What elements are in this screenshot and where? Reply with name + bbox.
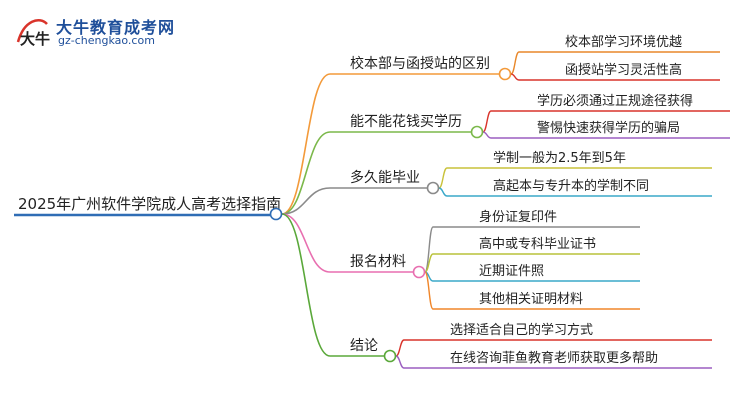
leaf-label-0-1: 函授站学习灵活性高: [565, 62, 682, 78]
leaf-label-1-1: 警惕快速获得学历的骗局: [537, 120, 680, 136]
logo-mark-icon: 大牛: [16, 19, 50, 48]
mindmap-links: [14, 51, 730, 369]
leaf-link-1-0: [482, 110, 492, 133]
branch-label-4: 结论: [350, 338, 378, 354]
leaf-link-4-0: [395, 339, 405, 357]
leaf-link-0-0: [510, 51, 520, 75]
leaf-label-3-2: 近期证件照: [479, 264, 544, 279]
branch-link-0: [281, 73, 331, 215]
branch-node-4[interactable]: [383, 349, 397, 363]
leaf-link-2-0: [438, 167, 448, 189]
branch-label-0: 校本部与函授站的区别: [350, 55, 490, 72]
root-node[interactable]: [269, 207, 283, 221]
leaf-label-3-0: 身份证复印件: [479, 209, 557, 225]
logo-mark-text: 大牛: [20, 30, 50, 48]
leaf-link-0-1: [510, 73, 520, 81]
leaf-label-3-3: 其他相关证明材料: [479, 292, 583, 307]
leaf-link-4-1: [395, 355, 405, 369]
root-label: 2025年广州软件学院成人高考选择指南: [18, 195, 281, 213]
branch-node-0[interactable]: [498, 67, 512, 81]
leaf-link-2-1: [438, 187, 448, 197]
leaf-label-3-1: 高中或专科毕业证书: [479, 236, 596, 252]
branch-link-3: [281, 213, 331, 273]
leaf-label-4-1: 在线咨询菲鱼教育老师获取更多帮助: [450, 350, 658, 366]
branch-node-2[interactable]: [426, 181, 440, 195]
branch-label-3: 报名材料: [350, 254, 406, 270]
branch-label-1: 能不能花钱买学历: [350, 114, 462, 130]
branch-link-2: [281, 187, 331, 215]
leaf-label-1-0: 学历必须通过正规途径获得: [537, 93, 693, 109]
branch-label-2: 多久能毕业: [350, 169, 420, 186]
logo-title: 大牛教育成考网: [56, 18, 176, 37]
leaf-label-4-0: 选择适合自己的学习方式: [450, 322, 593, 338]
leaf-label-2-0: 学制一般为2.5年到5年: [493, 150, 626, 166]
leaf-link-1-1: [482, 131, 492, 139]
branch-node-1[interactable]: [470, 125, 484, 139]
logo-url: gz-chengkao.com: [58, 34, 155, 47]
leaf-label-0-0: 校本部学习环境优越: [565, 34, 682, 50]
branch-node-3[interactable]: [412, 265, 426, 279]
leaf-label-2-1: 高起本与专升本的学制不同: [493, 178, 649, 194]
branch-link-1: [281, 131, 331, 215]
branch-link-4: [281, 213, 331, 357]
site-logo[interactable]: 大牛 大牛教育成考网 gz-chengkao.com: [14, 12, 174, 52]
mindmap-nodes: 2025年广州软件学院成人高考选择指南 校本部与函授站的区别 校本部学习环境优越函授…: [18, 34, 693, 366]
leaf-link-3-3: [424, 271, 434, 310]
